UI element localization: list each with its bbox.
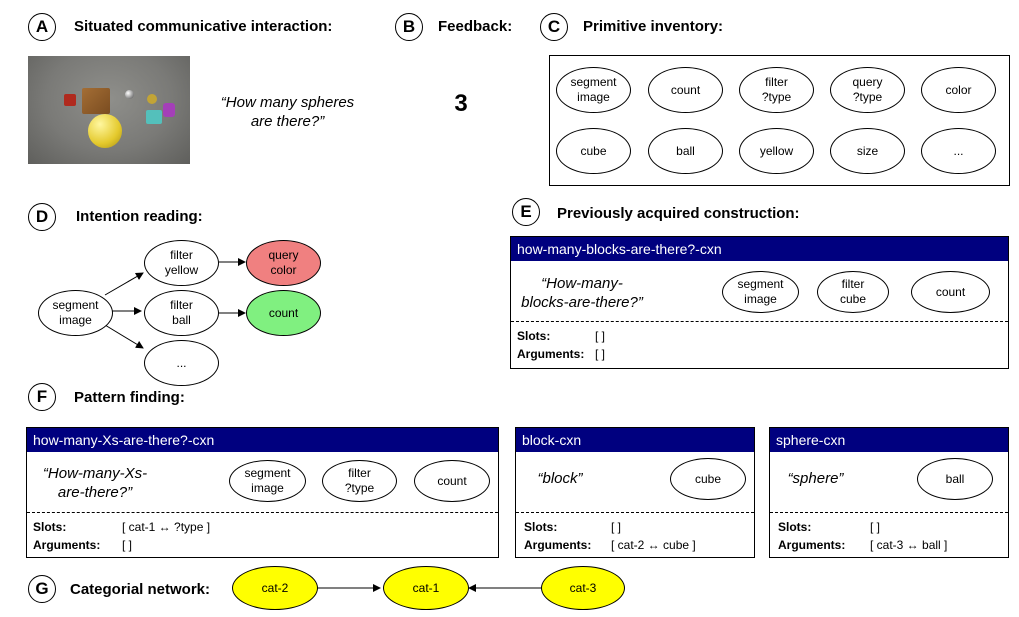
node-count: count (246, 290, 321, 336)
edge-segment-more (104, 324, 144, 349)
node-query-color: query color (246, 240, 321, 286)
section-d-title: Intention reading: (76, 208, 203, 225)
question-text: “How many spheres are there?” (220, 94, 355, 130)
primitive-color: color (921, 67, 996, 113)
primitive-ball: ball (648, 128, 723, 174)
node-filter-yellow: filter yellow (144, 240, 219, 286)
feedback-answer: 3 (454, 90, 468, 117)
previous-cxn-slots-label: Slots: (517, 329, 551, 343)
node-filter-ball: filter ball (144, 290, 219, 336)
previous-cxn-utterance: “How-many- blocks-are-there?” (521, 275, 643, 311)
xs-cxn-name: how-many-Xs-are-there?-cxn (27, 428, 498, 452)
sphere-cxn-args-label: Arguments: (778, 538, 846, 552)
section-f-letter: F (28, 383, 56, 411)
xs-cxn-slots-label: Slots: (33, 520, 67, 534)
section-e-title: Previously acquired construction: (557, 205, 800, 222)
section-g-title: Categorial network: (70, 581, 211, 598)
primitive-count: count (648, 67, 723, 113)
node-more: ... (144, 340, 219, 386)
cat-node-cat-2: cat-2 (232, 566, 318, 610)
section-b-letter: B (395, 13, 423, 41)
sphere-cxn-divider (770, 512, 1008, 513)
previous-cxn-args-value: [ ] (595, 347, 606, 361)
primitive-query-type: query ?type (830, 67, 905, 113)
e-node-filter-cube: filter cube (817, 271, 889, 313)
xs-cxn-args-label: Arguments: (33, 538, 101, 552)
cat-node-cat-3: cat-3 (541, 566, 625, 610)
e-node-segment-image: segment image (722, 271, 799, 313)
sphere-node-ball: ball (917, 458, 993, 500)
e-node-count: count (911, 271, 990, 313)
xs-cxn-utterance: “How-many-Xs- are-there?” (42, 465, 148, 501)
sphere-cxn-args-value: [ cat-3 ↔ ball ] (870, 538, 948, 552)
block-cxn-args-value: [ cat-2 ↔ cube ] (611, 538, 696, 552)
section-f-title: Pattern finding: (74, 389, 185, 406)
primitive-more: ... (921, 128, 996, 174)
block-cxn-utterance: “block” (537, 470, 583, 487)
block-cxn-name: block-cxn (516, 428, 754, 452)
primitive-inventory-box (549, 55, 1010, 186)
sphere-cxn-slots-value: [ ] (870, 520, 881, 534)
primitive-filter-type: filter ?type (739, 67, 814, 113)
primitive-segment-image: segment image (556, 67, 631, 113)
block-cxn-divider (516, 512, 754, 513)
primitive-yellow: yellow (739, 128, 814, 174)
primitive-cube: cube (556, 128, 631, 174)
block-node-cube: cube (670, 458, 746, 500)
section-c-letter: C (540, 13, 568, 41)
node-segment-image: segment image (38, 290, 113, 336)
primitive-size: size (830, 128, 905, 174)
xs-node-count: count (414, 460, 490, 502)
sphere-cxn-name: sphere-cxn (770, 428, 1008, 452)
block-cxn-slots-label: Slots: (524, 520, 558, 534)
cat-node-cat-1: cat-1 (383, 566, 469, 610)
previous-cxn-slots-value: [ ] (595, 329, 606, 343)
block-cxn-slots-value: [ ] (611, 520, 622, 534)
previous-cxn-divider (511, 321, 1008, 322)
section-e-letter: E (512, 198, 540, 226)
xs-node-filter-type: filter ?type (322, 460, 397, 502)
sphere-cxn-slots-label: Slots: (778, 520, 812, 534)
xs-cxn-divider (27, 512, 498, 513)
section-d-letter: D (28, 203, 56, 231)
edge-segment-filter-yellow (104, 272, 144, 296)
xs-node-segment-image: segment image (229, 460, 306, 502)
previous-cxn-name: how-many-blocks-are-there?-cxn (511, 237, 1008, 261)
xs-cxn-args-value: [ ] (122, 538, 133, 552)
block-cxn-args-label: Arguments: (524, 538, 592, 552)
scene-image (28, 56, 190, 164)
section-a-title: Situated communicative interaction: (74, 18, 333, 35)
sphere-cxn-utterance: “sphere” (787, 470, 844, 487)
section-g-letter: G (28, 575, 56, 603)
previous-cxn-args-label: Arguments: (517, 347, 585, 361)
section-c-title: Primitive inventory: (583, 18, 724, 35)
section-b-title: Feedback: (438, 18, 513, 35)
xs-cxn-slots-value: [ cat-1 ↔ ?type ] (122, 520, 211, 534)
section-a-letter: A (28, 13, 56, 41)
